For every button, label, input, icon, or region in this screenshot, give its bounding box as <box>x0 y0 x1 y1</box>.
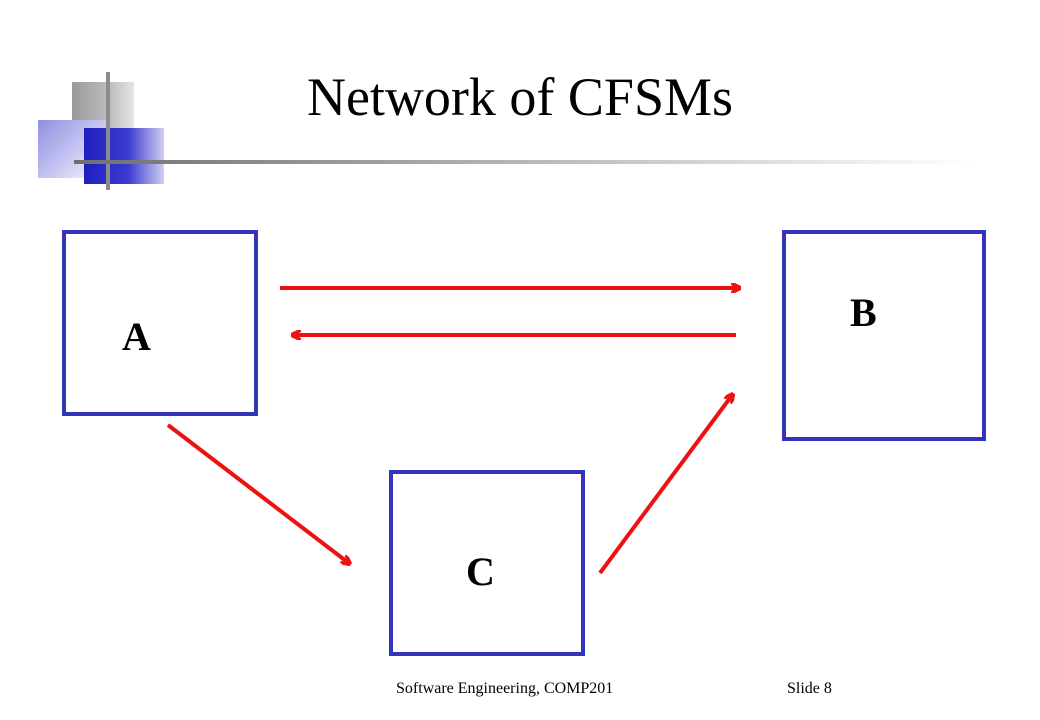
slide-title: Network of CFSMs <box>306 67 734 127</box>
edge-c-to-b <box>598 394 733 575</box>
decor-horizontal-rule <box>74 160 974 164</box>
footer-course: Software Engineering, COMP201 <box>396 680 614 697</box>
node-c-label: C <box>466 549 495 594</box>
node-b-label: B <box>850 290 877 335</box>
edge-a-to-c <box>166 423 350 564</box>
node-a-box <box>62 230 258 416</box>
node-b-box <box>782 230 986 441</box>
node-a-label: A <box>122 314 151 359</box>
decor-vertical-line <box>106 72 110 190</box>
node-c-box <box>389 470 585 656</box>
footer-slide-number: Slide 8 <box>787 680 832 697</box>
decor-blue-square <box>84 128 164 184</box>
